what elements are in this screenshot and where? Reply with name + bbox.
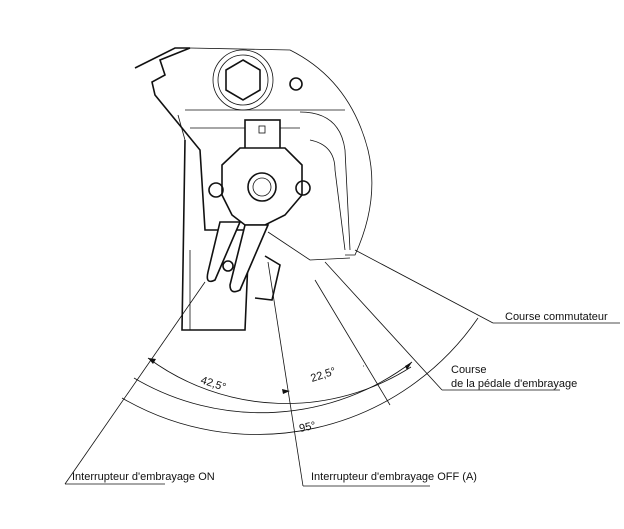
switch-course-leader (354, 249, 494, 324)
arrow-head (148, 358, 156, 364)
switch-off-leader (267, 261, 304, 487)
arrow-head (405, 362, 412, 370)
dimension-arc-outer (121, 317, 479, 435)
switch-stroke-extension (314, 279, 391, 406)
angle-switch-label: 22,5° (309, 365, 337, 384)
course-pedale-label-line1: Course (451, 364, 486, 376)
angle-on-label: 42,5° (199, 374, 227, 393)
course-commutateur-label: Course commutateur (505, 311, 608, 323)
dimension-arc-middle (133, 361, 413, 414)
switch-on-leader (64, 281, 206, 485)
switch-off-label: Interrupteur d'embrayage OFF (A) (311, 471, 477, 483)
clutch-switch (206, 119, 311, 301)
switch-on-label: Interrupteur d'embrayage ON (72, 471, 215, 483)
arrow-head (282, 389, 290, 394)
course-pedale-label-line2: de la pédale d'embrayage (451, 378, 577, 390)
pedal-stroke-leader (324, 261, 443, 391)
angle-total-label: 95° (298, 420, 317, 435)
pedal-bracket (134, 47, 373, 331)
dimension-arc-inner (147, 357, 412, 404)
